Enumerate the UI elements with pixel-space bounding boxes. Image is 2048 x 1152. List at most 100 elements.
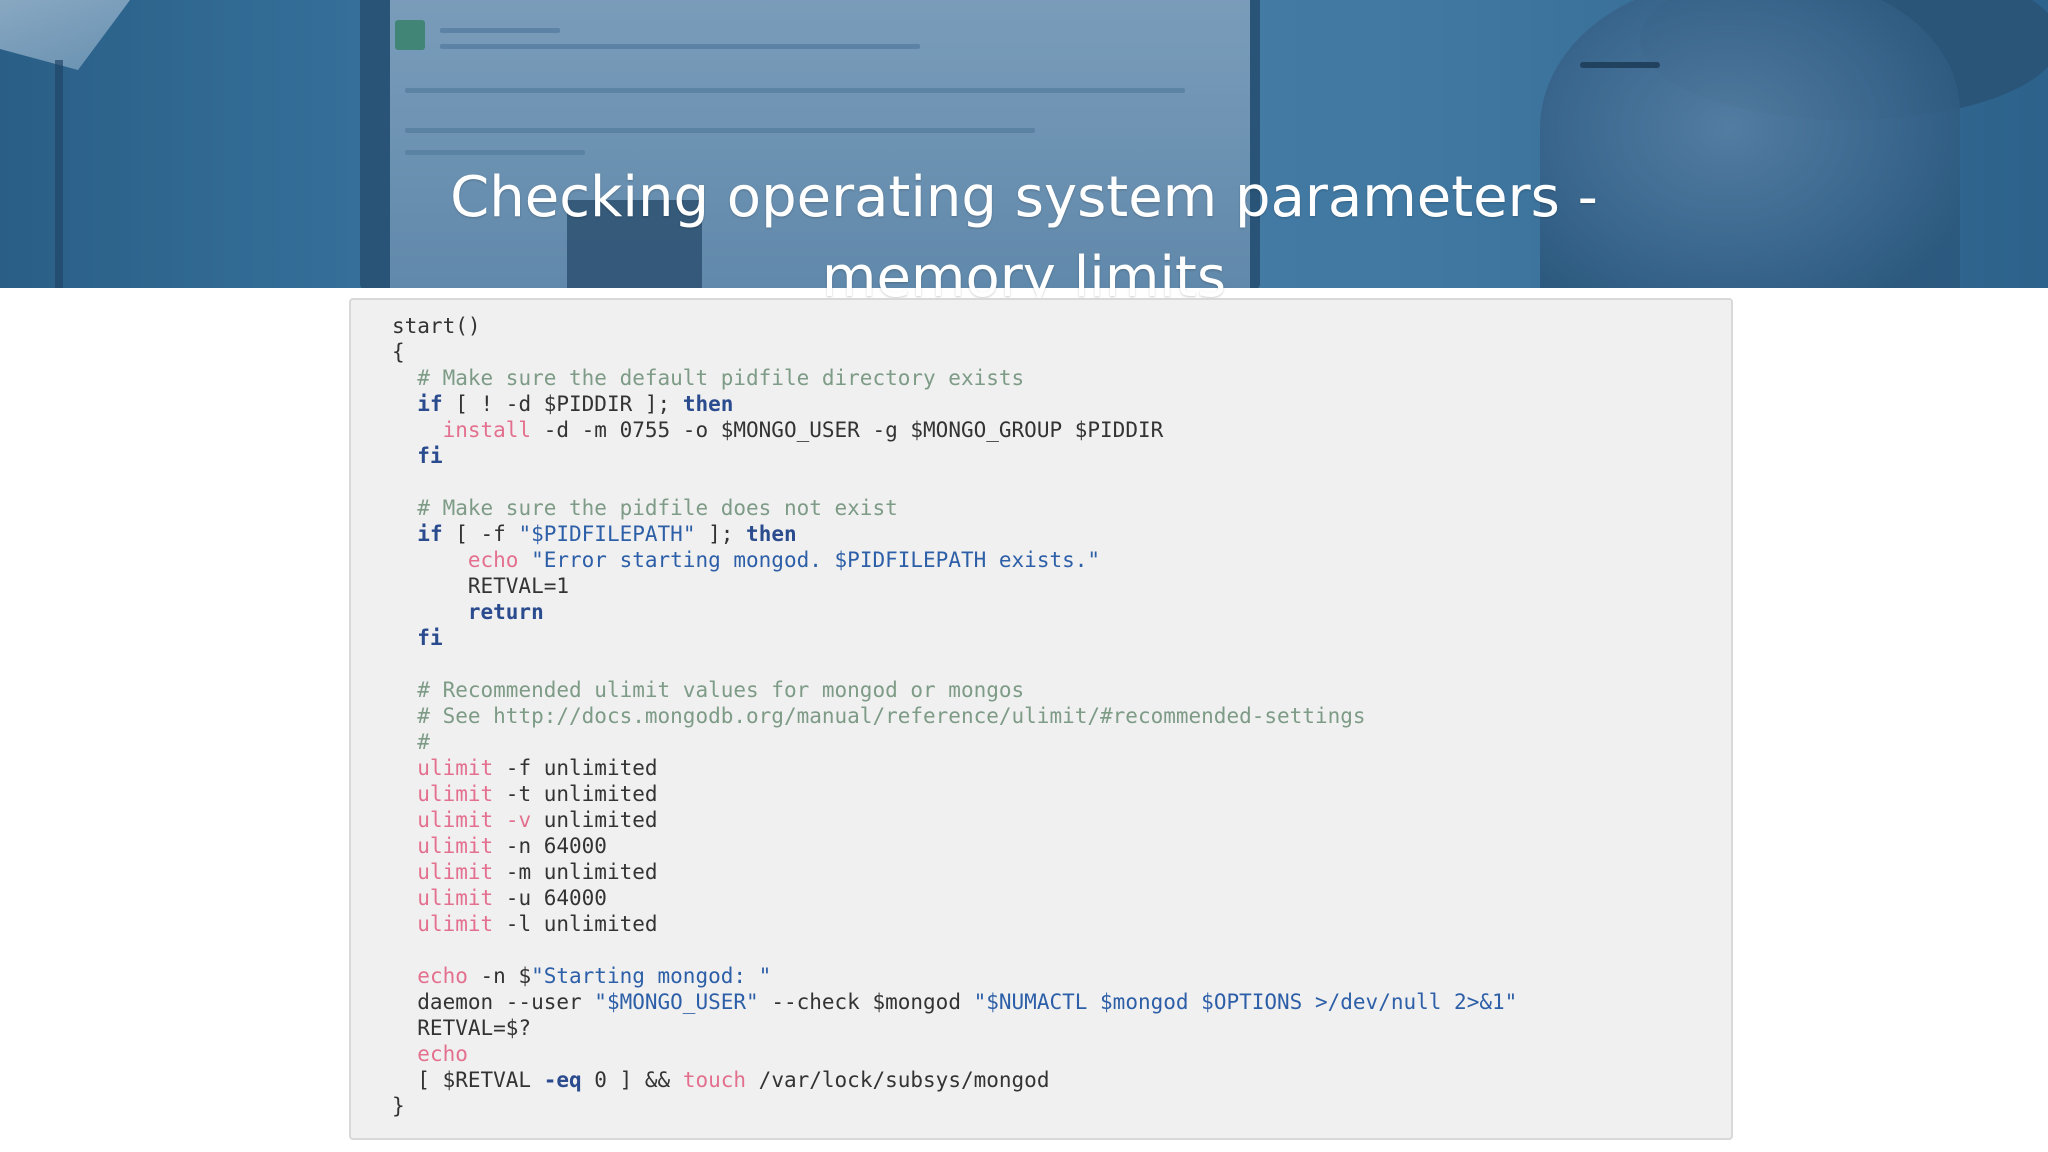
code-token-plain: -d -m 0755 -o $MONGO_USER -g $MONGO_GROU…	[531, 418, 1164, 442]
code-token-builtin: ulimit	[417, 782, 494, 806]
code-token-string: "$PIDFILEPATH"	[518, 522, 696, 546]
code-line: fi	[392, 625, 1517, 651]
code-token-keyword: return	[467, 600, 544, 624]
background-screen-logo	[395, 20, 425, 50]
code-token-plain: [ ! -d $PIDDIR ];	[442, 392, 683, 416]
code-line: ulimit -u 64000	[392, 885, 1517, 911]
code-token-plain: -m unlimited	[493, 860, 658, 884]
code-line: if [ -f "$PIDFILEPATH" ]; then	[392, 521, 1517, 547]
code-token-keyword: fi	[417, 444, 443, 468]
code-line: # Recommended ulimit values for mongod o…	[392, 677, 1517, 703]
code-token-plain	[392, 626, 417, 650]
code-token-plain: -n 64000	[493, 834, 607, 858]
code-token-plain: -u 64000	[493, 886, 607, 910]
code-token-plain: [ $RETVAL	[392, 1068, 544, 1092]
code-line: ulimit -t unlimited	[392, 781, 1517, 807]
code-line: # Make sure the pidfile does not exist	[392, 495, 1517, 521]
code-token-plain: /var/lock/subsys/mongod	[746, 1068, 1050, 1092]
code-line: ulimit -l unlimited	[392, 911, 1517, 937]
code-token-plain: ];	[695, 522, 747, 546]
banner-overlay	[0, 0, 2048, 288]
code-token-plain: }	[392, 1094, 405, 1118]
code-token-plain	[392, 678, 417, 702]
code-token-plain: --check $mongod	[758, 990, 974, 1014]
code-token-builtin: ulimit	[417, 834, 494, 858]
code-panel: start(){ # Make sure the default pidfile…	[349, 298, 1733, 1140]
code-line: }	[392, 1093, 1517, 1119]
code-token-plain: {	[392, 340, 405, 364]
code-line: echo	[392, 1041, 1517, 1067]
code-token-plain	[392, 912, 417, 936]
code-line: # See http://docs.mongodb.org/manual/ref…	[392, 703, 1517, 729]
code-token-plain	[392, 730, 417, 754]
code-token-string: "Starting mongod: "	[531, 964, 772, 988]
code-token-builtin: ulimit	[417, 912, 494, 936]
code-line	[392, 469, 1517, 495]
code-token-plain	[392, 600, 468, 624]
code-token-plain: -l unlimited	[493, 912, 658, 936]
code-token-keyword: then	[746, 522, 797, 546]
code-token-builtin: echo	[417, 1042, 468, 1066]
code-token-plain	[392, 782, 417, 806]
code-token-builtin: -v	[505, 808, 532, 832]
code-token-plain	[392, 418, 443, 442]
code-token-plain: RETVAL=$?	[392, 1016, 532, 1040]
code-token-plain: 0 ] &&	[581, 1068, 683, 1092]
code-line: echo "Error starting mongod. $PIDFILEPAT…	[392, 547, 1517, 573]
code-token-builtin: install	[442, 418, 532, 442]
code-token-plain	[392, 366, 417, 390]
code-token-string: "Error starting mongod. $PIDFILEPATH exi…	[531, 548, 1101, 572]
code-token-builtin: echo	[467, 548, 519, 572]
code-token-builtin: echo	[417, 964, 468, 988]
background-screen-line	[440, 28, 560, 33]
code-token-plain	[392, 886, 417, 910]
background-screen-line	[405, 150, 585, 155]
code-line: ulimit -n 64000	[392, 833, 1517, 859]
code-token-plain	[392, 860, 417, 884]
code-line: return	[392, 599, 1517, 625]
code-token-plain: RETVAL=1	[392, 574, 570, 598]
code-token-plain	[392, 392, 417, 416]
code-line: [ $RETVAL -eq 0 ] && touch /var/lock/sub…	[392, 1067, 1517, 1093]
code-token-comment: # Make sure the default pidfile director…	[417, 366, 1025, 390]
code-line: RETVAL=$?	[392, 1015, 1517, 1041]
code-token-keyword: if	[417, 522, 443, 546]
code-token-plain: -n $	[467, 964, 532, 988]
header-banner	[0, 0, 2048, 288]
background-screen-line	[405, 128, 1035, 133]
code-line: daemon --user "$MONGO_USER" --check $mon…	[392, 989, 1517, 1015]
code-token-plain: [ -f	[442, 522, 519, 546]
code-token-plain: -f unlimited	[493, 756, 658, 780]
code-line: #	[392, 729, 1517, 755]
background-person	[1540, 0, 1960, 288]
code-line	[392, 937, 1517, 963]
code-token-builtin: ulimit	[417, 886, 494, 910]
page-title: Checking operating system parameters - m…	[0, 158, 2048, 318]
code-line	[392, 651, 1517, 677]
code-token-plain	[518, 548, 531, 572]
page-title-line-1: Checking operating system parameters -	[450, 164, 1598, 230]
code-token-plain	[392, 808, 417, 832]
code-token-plain	[392, 704, 417, 728]
code-token-plain	[392, 834, 417, 858]
code-token-plain	[392, 548, 468, 572]
code-token-plain: -t unlimited	[493, 782, 658, 806]
code-token-builtin: touch	[682, 1068, 747, 1092]
code-line: {	[392, 339, 1517, 365]
code-token-plain: unlimited	[531, 808, 658, 832]
code-line: start()	[392, 313, 1517, 339]
code-line: fi	[392, 443, 1517, 469]
code-token-comment: #	[417, 730, 430, 754]
background-screen-panel	[567, 200, 702, 288]
code-token-comment: # See http://docs.mongodb.org/manual/ref…	[417, 704, 1366, 728]
code-line: RETVAL=1	[392, 573, 1517, 599]
code-token-keyword: fi	[417, 626, 443, 650]
code-line: # Make sure the default pidfile director…	[392, 365, 1517, 391]
code-token-string: "$MONGO_USER"	[594, 990, 759, 1014]
code-token-builtin: ulimit	[417, 756, 494, 780]
code-token-plain	[392, 496, 417, 520]
code-token-plain: start()	[392, 314, 481, 338]
code-token-plain	[392, 1042, 417, 1066]
code-line: ulimit -v unlimited	[392, 807, 1517, 833]
code-line: echo -n $"Starting mongod: "	[392, 963, 1517, 989]
